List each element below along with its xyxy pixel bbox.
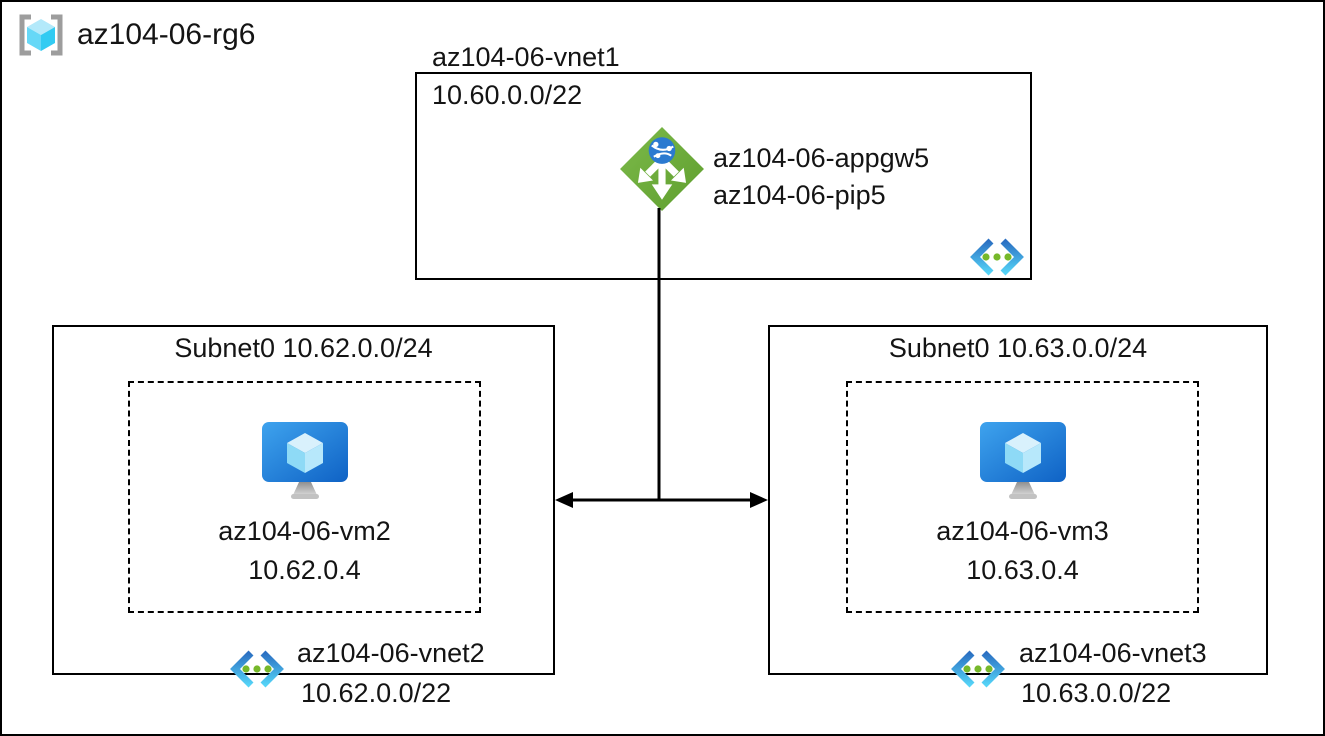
resource-group-icon xyxy=(19,14,63,56)
vnet-cidr: 10.63.0.0/22 xyxy=(1021,678,1172,708)
vnet-name: az104-06-vnet3 xyxy=(1019,638,1207,669)
application-gateway-icon xyxy=(619,126,705,212)
vm-name: az104-06-vm3 xyxy=(936,516,1109,546)
vm-name: az104-06-vm2 xyxy=(218,516,391,546)
virtual-network-icon xyxy=(229,649,285,694)
virtual-machine-icon xyxy=(979,421,1067,501)
subnet-left-box: Subnet0 10.62.0.0/24 xyxy=(52,325,555,708)
appgw-name: az104-06-appgw5 xyxy=(713,143,930,173)
virtual-machine-icon xyxy=(261,421,349,501)
vm-ip: 10.63.0.4 xyxy=(966,554,1079,585)
subnet-right-dashed-box: az104-06-vm3 10.63.0.4 xyxy=(846,381,1199,613)
subnet-right-box: Subnet0 10.63.0.0/24 az104-06-vm3 10.63.… xyxy=(768,325,1268,708)
vnet1-cidr: 10.60.0.0/22 xyxy=(432,80,583,110)
subnet-left-title: Subnet0 10.62.0.0/24 xyxy=(174,333,433,363)
vnet1-box: az104-06-vnet1 10.60.0.0/22 xyxy=(415,42,1032,282)
appgw-labels: az104-06-appgw5 az104-06-pip5 xyxy=(713,140,929,214)
resource-group-header: az104-06-rg6 xyxy=(18,14,255,56)
subnet-left-dashed-box: az104-06-vm2 10.62.0.4 xyxy=(128,381,481,613)
vnet1-title: az104-06-vnet1 xyxy=(432,42,620,72)
vnet-cidr: 10.62.0.0/22 xyxy=(301,678,452,708)
resource-group-label: az104-06-rg6 xyxy=(77,18,256,51)
subnet-right-title: Subnet0 10.63.0.0/24 xyxy=(888,333,1148,363)
vnet-name: az104-06-vnet2 xyxy=(297,638,485,669)
pip-name: az104-06-pip5 xyxy=(713,180,886,210)
virtual-network-icon xyxy=(950,649,1006,694)
virtual-network-icon xyxy=(969,237,1025,282)
vm-ip: 10.62.0.4 xyxy=(248,554,361,585)
